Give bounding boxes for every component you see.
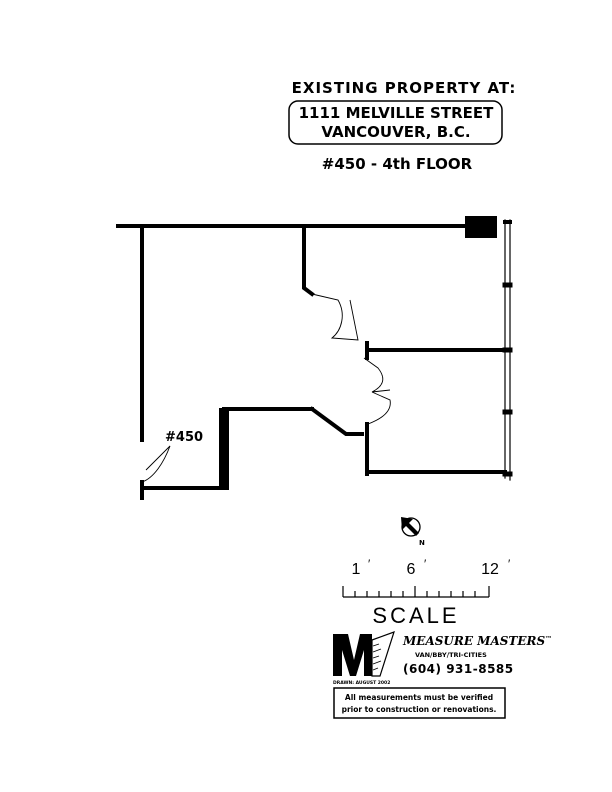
north-label: N — [419, 539, 425, 547]
door-swing-middle-upper — [363, 357, 391, 393]
address-box — [288, 100, 503, 145]
company-regions: VAN/BBY/TRI-CITIES — [415, 651, 487, 659]
disclaimer-line-1: All measurements must be verified — [345, 693, 493, 702]
scale-tick-label-6: 6 — [407, 561, 416, 578]
logo-mark — [333, 634, 372, 676]
upper-partition — [302, 224, 315, 297]
disclaimer-box — [333, 687, 506, 719]
north-arrow-icon — [401, 517, 419, 536]
scale-title: SCALE — [372, 603, 459, 628]
company-phone: (604) 931-8585 — [403, 662, 514, 676]
trademark: ™ — [545, 634, 552, 643]
scale-tick-mark-6: ′ — [424, 557, 427, 571]
entry-door-swing — [141, 445, 171, 483]
floor-plan — [116, 216, 513, 500]
door-swing-middle-lower — [367, 391, 391, 425]
scale-tick-mark-12: ′ — [508, 557, 511, 571]
address-line-2: VANCOUVER, B.C. — [321, 123, 470, 141]
drawn-note: DRAWN: AUGUST 2002 — [333, 680, 390, 686]
north-arrow: N — [401, 517, 425, 547]
door-swings — [141, 293, 391, 483]
scale-tick-label-1: 1 — [352, 561, 361, 578]
company-logo: DRAWN: AUGUST 2002 — [333, 631, 395, 686]
disclaimer-line-2: prior to construction or renovations. — [342, 705, 497, 714]
company-name: MEASURE MASTERS™ — [402, 634, 552, 648]
unit-label: #450 — [165, 430, 203, 445]
logo-ruler — [371, 631, 395, 677]
scale-bar — [342, 586, 490, 598]
header-title: EXISTING PROPERTY AT: — [292, 79, 517, 97]
structural-column — [465, 216, 497, 238]
address-line-1: 1111 MELVILLE STREET — [299, 104, 494, 122]
thick-partition — [219, 408, 229, 490]
corridor-angled-wall — [309, 406, 364, 436]
scale-tick-label-12: 12 — [481, 561, 499, 578]
scale-tick-mark-1: ′ — [368, 557, 371, 571]
unit-floor-label: #450 - 4th FLOOR — [322, 155, 473, 173]
company-name-text: MEASURE MASTERS — [402, 634, 545, 648]
door-swing-upper — [311, 293, 359, 341]
